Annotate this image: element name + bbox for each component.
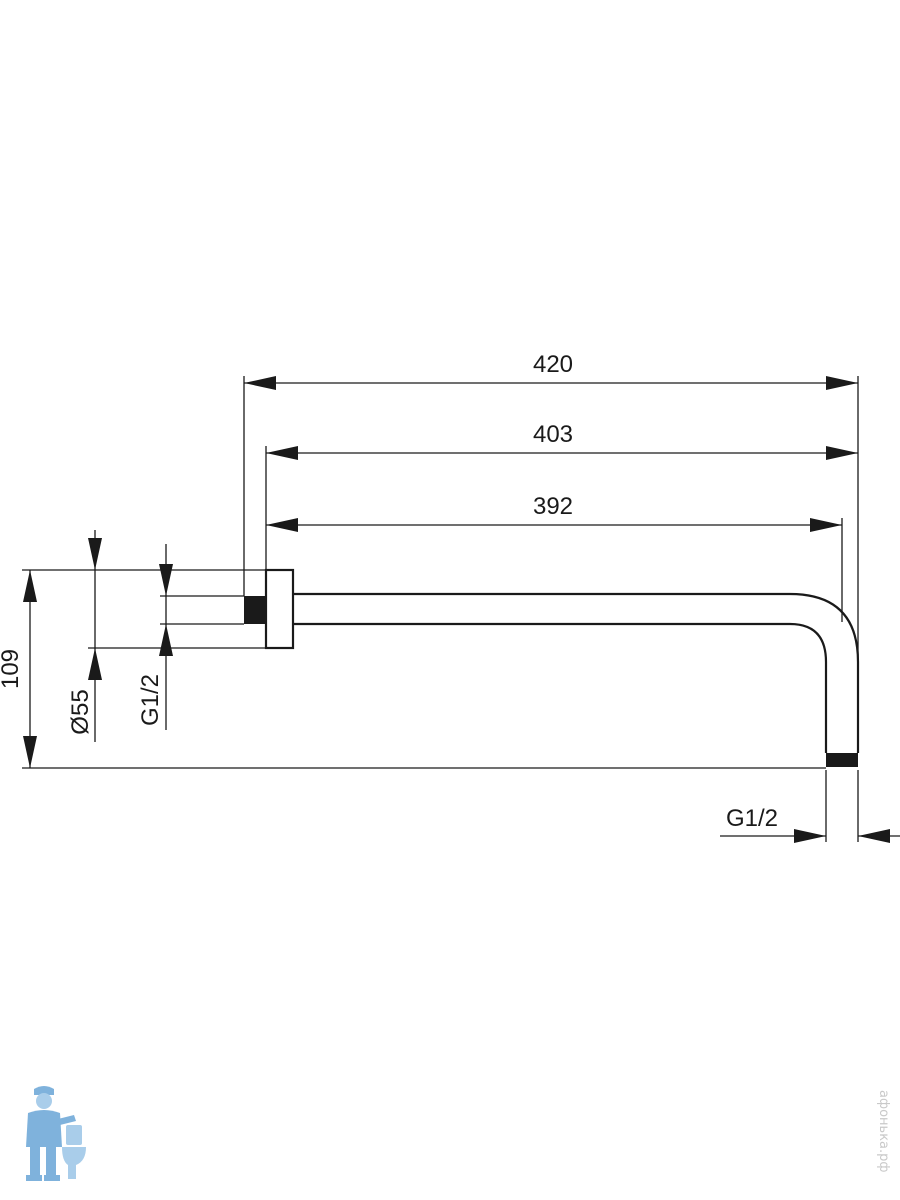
inlet-thread-block	[244, 596, 266, 624]
dimension-height: 109	[0, 570, 37, 768]
dim-label-outlet-g12: G1/2	[726, 805, 778, 832]
dimension-overall-length: 420	[244, 351, 858, 390]
dimension-outlet-thread: G1/2	[720, 805, 900, 843]
arm-outer-edge	[293, 592, 860, 753]
wall-flange	[264, 568, 295, 650]
dim-label-d55: Ø55	[67, 689, 94, 734]
dim-label-403: 403	[533, 421, 573, 448]
dimension-inlet-thread: G1/2	[137, 544, 173, 730]
plumber-mascot-icon	[26, 1086, 86, 1181]
dim-label-392: 392	[533, 493, 573, 520]
dim-label-109: 109	[0, 649, 24, 689]
dimension-arm-from-flange: 403	[266, 421, 858, 460]
shower-arm	[244, 568, 860, 767]
dimension-flange-diameter: Ø55	[67, 530, 102, 742]
dimension-arm-straight: 392	[266, 493, 842, 532]
outlet-thread-block	[826, 753, 858, 767]
extension-lines	[22, 376, 859, 842]
arm-inner-edge	[293, 622, 828, 753]
dim-label-420: 420	[533, 351, 573, 378]
dim-label-inlet-g12: G1/2	[137, 674, 164, 726]
watermark-text: афонька.рф	[876, 1090, 891, 1173]
